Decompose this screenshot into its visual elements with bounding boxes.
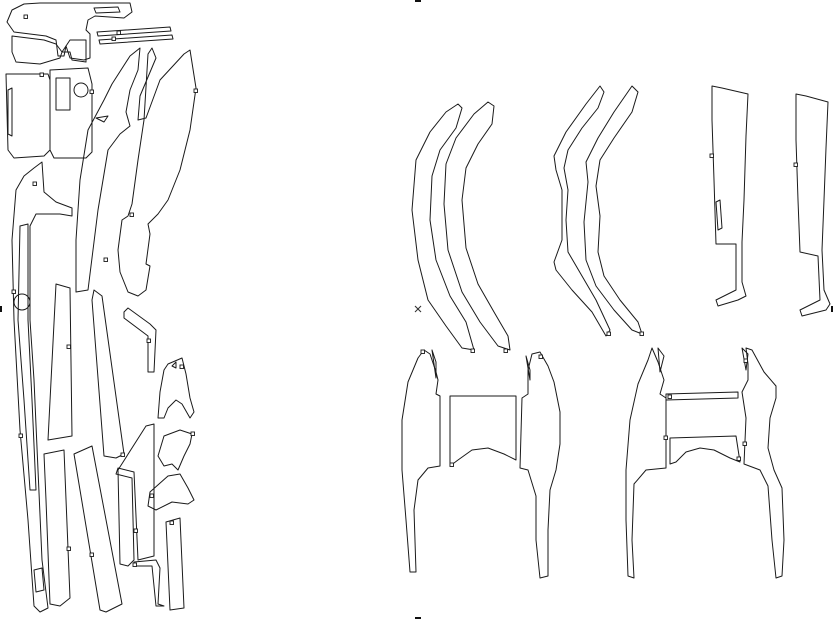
handle[interactable] bbox=[663, 435, 668, 440]
handle[interactable] bbox=[23, 14, 28, 19]
handle[interactable] bbox=[133, 528, 138, 533]
part-pillar-small-slot[interactable] bbox=[33, 567, 45, 593]
part-rear-console-mid-2[interactable] bbox=[665, 391, 739, 401]
part-strip-low-1[interactable] bbox=[43, 449, 71, 607]
left-sheet[interactable] bbox=[5, 2, 198, 613]
handle[interactable] bbox=[66, 546, 71, 551]
part-pillar-left-long[interactable] bbox=[11, 161, 73, 613]
handle[interactable] bbox=[190, 431, 195, 436]
part-console-block[interactable] bbox=[5, 73, 51, 159]
handle[interactable] bbox=[89, 552, 94, 557]
handle[interactable] bbox=[129, 212, 134, 217]
handle[interactable] bbox=[193, 88, 198, 93]
handle[interactable] bbox=[639, 331, 644, 336]
part-console-hole[interactable] bbox=[73, 82, 89, 98]
part-dash-top[interactable] bbox=[6, 2, 133, 61]
part-strip-mid-2[interactable] bbox=[91, 289, 125, 459]
part-rear-console-d[interactable] bbox=[741, 347, 785, 579]
part-c-pillar-1-slot[interactable] bbox=[715, 199, 723, 231]
handle[interactable] bbox=[503, 348, 508, 353]
handle[interactable] bbox=[736, 456, 741, 461]
part-rear-console-mid[interactable] bbox=[449, 395, 517, 467]
part-bracket-r[interactable] bbox=[133, 559, 165, 607]
part-c-pillar-2[interactable] bbox=[795, 93, 831, 317]
part-rear-console-b-tab[interactable] bbox=[525, 355, 531, 381]
part-console-slot[interactable] bbox=[55, 77, 71, 111]
part-b-pillar-1[interactable] bbox=[553, 85, 611, 337]
handle[interactable] bbox=[538, 354, 543, 359]
handle[interactable] bbox=[146, 338, 151, 343]
handle[interactable] bbox=[120, 452, 125, 457]
part-rear-console-c[interactable] bbox=[625, 347, 667, 579]
part-pillar-left-inner[interactable] bbox=[17, 223, 37, 491]
part-bracket-l[interactable] bbox=[115, 423, 155, 567]
handle[interactable] bbox=[793, 162, 798, 167]
part-rear-console-a[interactable] bbox=[401, 349, 441, 573]
part-c-pillar-1[interactable] bbox=[711, 85, 749, 307]
handle[interactable] bbox=[132, 562, 137, 567]
part-rear-console-mid-3[interactable] bbox=[669, 435, 741, 465]
handle[interactable] bbox=[420, 349, 425, 354]
handle[interactable] bbox=[66, 344, 71, 349]
handle[interactable] bbox=[470, 348, 475, 353]
right-sheet[interactable] bbox=[401, 85, 831, 579]
part-vent-low[interactable] bbox=[147, 473, 195, 511]
handle[interactable] bbox=[18, 433, 23, 438]
part-rear-console-a-tab[interactable] bbox=[431, 349, 437, 379]
part-vent-mid[interactable] bbox=[157, 429, 193, 471]
part-pillar-hole[interactable] bbox=[13, 293, 31, 311]
handle[interactable] bbox=[149, 493, 154, 498]
handle[interactable] bbox=[709, 153, 714, 158]
part-strip-2[interactable] bbox=[98, 34, 174, 45]
part-door-trim-b[interactable] bbox=[117, 47, 197, 297]
handle[interactable] bbox=[111, 36, 116, 41]
part-vent-top[interactable] bbox=[157, 357, 195, 419]
handle[interactable] bbox=[179, 364, 184, 369]
handle[interactable] bbox=[39, 72, 44, 77]
handle[interactable] bbox=[742, 441, 747, 446]
part-rear-console-c-tab[interactable] bbox=[657, 347, 665, 373]
handle[interactable] bbox=[169, 520, 174, 525]
handle[interactable] bbox=[116, 30, 121, 35]
handle[interactable] bbox=[11, 289, 16, 294]
handle[interactable] bbox=[89, 89, 94, 94]
handle[interactable] bbox=[103, 257, 108, 262]
part-strip-1[interactable] bbox=[96, 26, 172, 37]
part-dash-top-slot[interactable] bbox=[93, 6, 121, 14]
part-door-trim-a[interactable] bbox=[75, 47, 141, 293]
x-cross-cursor-icon bbox=[414, 305, 422, 313]
part-console-block-inner[interactable] bbox=[7, 87, 13, 137]
handle[interactable] bbox=[743, 358, 748, 363]
part-console-block-right[interactable] bbox=[49, 67, 93, 159]
part-a-pillar-2[interactable] bbox=[443, 101, 511, 351]
part-thin-bar[interactable] bbox=[165, 517, 185, 611]
part-strip-mid-1[interactable] bbox=[47, 283, 73, 441]
part-strip-low-2[interactable] bbox=[73, 445, 123, 613]
part-dash-top-inner[interactable] bbox=[11, 35, 87, 65]
part-vent-top-cut[interactable] bbox=[171, 361, 177, 369]
part-rear-console-b[interactable] bbox=[519, 351, 561, 579]
part-door-trim-a-notch[interactable] bbox=[95, 115, 109, 123]
handle[interactable] bbox=[449, 462, 454, 467]
handle[interactable] bbox=[667, 394, 672, 399]
handle[interactable] bbox=[606, 331, 611, 336]
part-b-pillar-2[interactable] bbox=[583, 85, 643, 335]
handle[interactable] bbox=[32, 181, 37, 186]
part-angle-bracket[interactable] bbox=[123, 307, 157, 373]
